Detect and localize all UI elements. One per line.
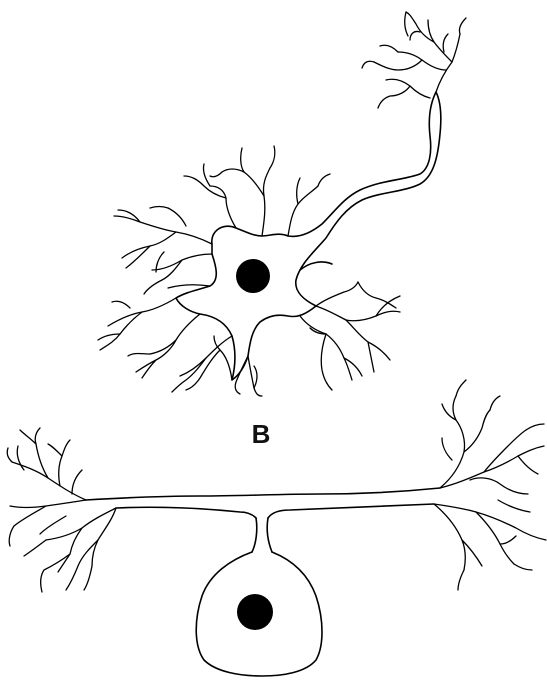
multipolar-axon-terminal (362, 12, 466, 108)
pseudounipolar-stem (252, 518, 257, 552)
multipolar-nucleus (236, 259, 270, 293)
multipolar-neuron (98, 12, 466, 396)
multipolar-dendrites-bottom (172, 336, 262, 396)
pseudounipolar-stem-right (267, 518, 272, 552)
multipolar-dendrites-left (114, 207, 212, 295)
multipolar-dendrites-right (300, 282, 400, 390)
pseudounipolar-process-top (86, 488, 440, 500)
pseudounipolar-process-bottom (116, 507, 256, 518)
pseudounipolar-process-bottom-right (268, 504, 434, 518)
panel-label-b: B (241, 419, 281, 449)
multipolar-soma (176, 92, 441, 380)
pseudounipolar-nucleus (237, 594, 273, 630)
pseudounipolar-right-arbor (434, 380, 546, 590)
pseudounipolar-left-arbor (7, 428, 116, 592)
multipolar-dendrites-lower-left (98, 298, 200, 378)
multipolar-dendrites-upper (184, 146, 330, 236)
